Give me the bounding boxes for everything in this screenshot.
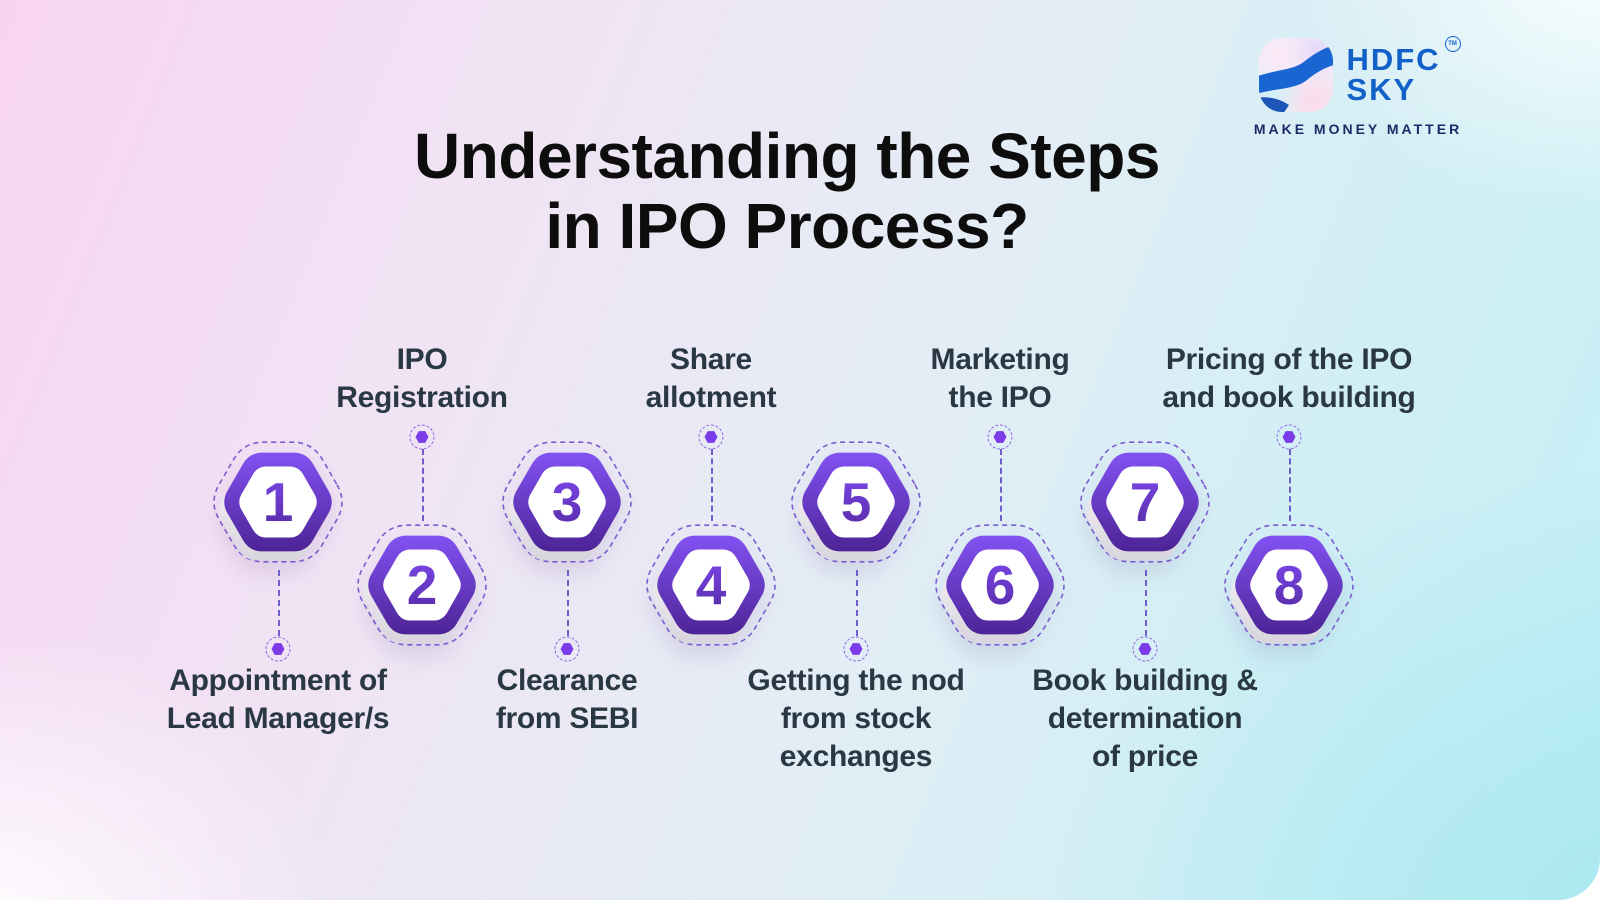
dotted-connector [1000, 449, 1002, 521]
step-2: 2 IPO Registration [242, 330, 602, 800]
dotted-connector [1145, 570, 1147, 636]
connector-dot [698, 424, 724, 450]
hdfc-sky-logo: HDFC SKY TM MAKE MONEY MATTER [1248, 36, 1468, 137]
connector-dot [1276, 424, 1302, 450]
step-1: 1 Appointment of Lead Manager/s [98, 330, 458, 800]
dot-hexagon-icon [271, 643, 285, 655]
dot-hexagon-icon [849, 643, 863, 655]
connector-dot [987, 424, 1013, 450]
step-label: Appointment of Lead Manager/s [166, 664, 390, 735]
dotted-connector [856, 570, 858, 636]
step-label: Share allotment [645, 343, 777, 414]
connector-dot [554, 636, 580, 662]
step-label: IPO Registration [336, 343, 508, 414]
step-6: 6 Marketing the IPO [820, 330, 1180, 800]
step-label: Book building & determination of price [1032, 664, 1258, 773]
brand-tagline: MAKE MONEY MATTER [1253, 121, 1463, 137]
page-title: Understanding the Steps in IPO Process? [414, 120, 1160, 262]
connector-dot [843, 636, 869, 662]
dot-hexagon-icon [993, 431, 1007, 443]
step-7: 7 Book building & determination of price [965, 330, 1325, 800]
step-label: Pricing of the IPO and book building [1162, 343, 1416, 414]
dot-hexagon-icon [1138, 643, 1152, 655]
logo-wordmark: HDFC SKY TM [1346, 36, 1461, 107]
step-hexagon: 3 [502, 441, 632, 563]
step-label: Getting the nod from stock exchanges [747, 664, 965, 773]
swoosh-icon [1259, 45, 1334, 112]
dotted-connector [567, 570, 569, 636]
step-number: 5 [841, 471, 872, 533]
connector-dot [1132, 636, 1158, 662]
dotted-connector [1289, 449, 1291, 521]
logo-lockup: HDFC SKY TM [1248, 36, 1468, 112]
step-3: 3 Clearance from SEBI [387, 330, 747, 800]
step-hexagon: 1 [213, 441, 343, 563]
trademark-badge: TM [1444, 36, 1461, 52]
step-8: 8 Pricing of the IPO and book building [1109, 330, 1469, 800]
dot-hexagon-icon [415, 431, 429, 443]
step-5: 5 Getting the nod from stock exchanges [676, 330, 1036, 800]
logo-word-sky: SKY [1346, 72, 1417, 107]
dotted-connector [278, 570, 280, 636]
dot-hexagon-icon [1282, 431, 1296, 443]
step-hexagon: 8 [1224, 524, 1354, 646]
step-number: 6 [985, 554, 1016, 616]
step-number: 8 [1274, 554, 1305, 616]
step-number: 4 [696, 554, 727, 616]
step-number: 7 [1130, 471, 1161, 533]
dot-hexagon-icon [560, 643, 574, 655]
step-hexagon: 5 [791, 441, 921, 563]
dotted-connector [422, 449, 424, 521]
step-number: 2 [407, 554, 438, 616]
connector-dot [265, 636, 291, 662]
logo-word-hdfc: HDFC [1346, 42, 1441, 77]
dotted-connector [711, 449, 713, 521]
step-hexagon: 2 [357, 524, 487, 646]
step-label: Clearance from SEBI [495, 664, 639, 735]
dot-hexagon-icon [704, 431, 718, 443]
hdfc-sky-logo-icon [1259, 38, 1334, 112]
step-hexagon: 7 [1080, 441, 1210, 563]
step-label: Marketing the IPO [930, 343, 1070, 414]
step-number: 3 [552, 471, 583, 533]
step-4: 4 Share allotment [531, 330, 891, 800]
step-number: 1 [263, 471, 294, 533]
connector-dot [409, 424, 435, 450]
step-hexagon: 4 [646, 524, 776, 646]
step-hexagon: 6 [935, 524, 1065, 646]
